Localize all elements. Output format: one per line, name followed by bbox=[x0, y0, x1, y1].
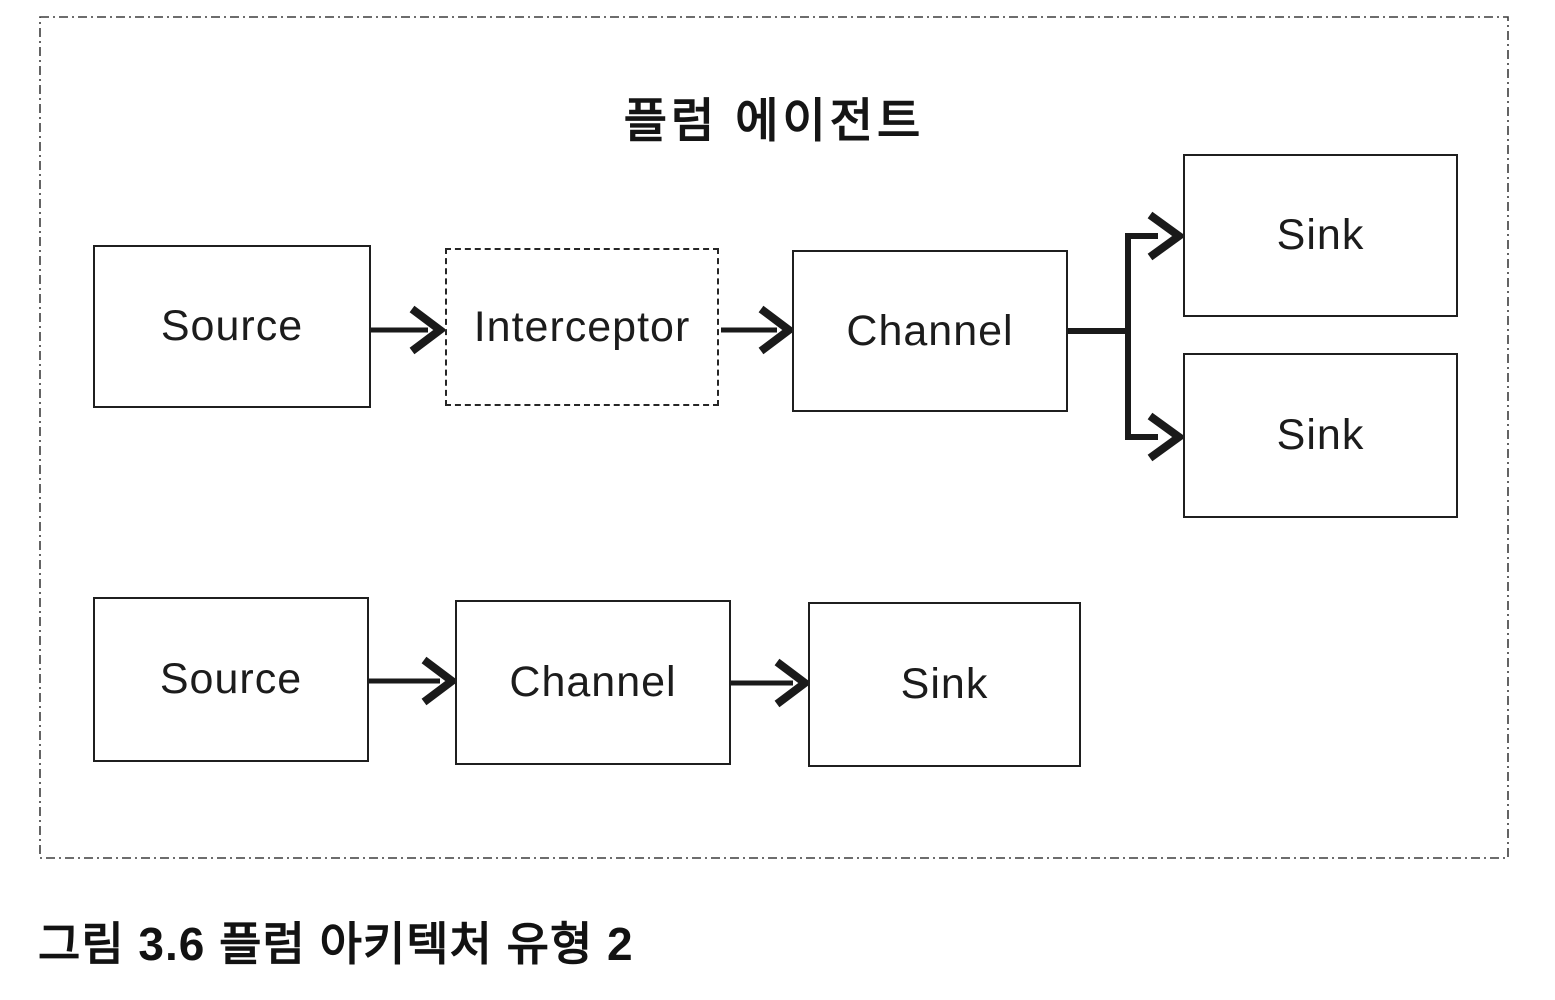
node-interceptor-label: Interceptor bbox=[473, 302, 691, 351]
node-sink-2-label: Sink bbox=[1276, 411, 1365, 459]
node-interceptor: Interceptor bbox=[445, 248, 719, 406]
figure-caption: 그림 3.6 플럼 아키텍처 유형 2 bbox=[38, 918, 634, 970]
node-sink-bottom: Sink bbox=[808, 602, 1081, 767]
node-source-top: Source bbox=[93, 245, 371, 408]
arrow-channel-to-sink bbox=[731, 658, 812, 708]
diagram-title: 플럼 에이전트 bbox=[623, 94, 925, 147]
arrowhead-to-sink-bottom bbox=[1147, 412, 1186, 462]
node-sink-1-label: Sink bbox=[1276, 211, 1365, 259]
arrow-source-to-interceptor bbox=[371, 305, 447, 355]
node-sink-2: Sink bbox=[1183, 353, 1458, 518]
node-sink-1: Sink bbox=[1183, 154, 1458, 317]
node-channel-top-label: Channel bbox=[846, 306, 1014, 355]
node-source-bottom-label: Source bbox=[159, 655, 303, 703]
node-source-bottom: Source bbox=[93, 597, 369, 762]
arrowhead-to-sink-top bbox=[1147, 211, 1186, 261]
node-channel-top: Channel bbox=[792, 250, 1068, 412]
node-channel-bottom-label: Channel bbox=[509, 658, 677, 706]
node-source-top-label: Source bbox=[160, 302, 304, 350]
arrow-interceptor-to-channel bbox=[721, 305, 796, 355]
arrow-source-to-channel bbox=[369, 656, 459, 706]
connector-channel-fanout bbox=[1068, 233, 1158, 440]
node-sink-bottom-label: Sink bbox=[900, 660, 989, 708]
node-channel-bottom: Channel bbox=[455, 600, 731, 765]
